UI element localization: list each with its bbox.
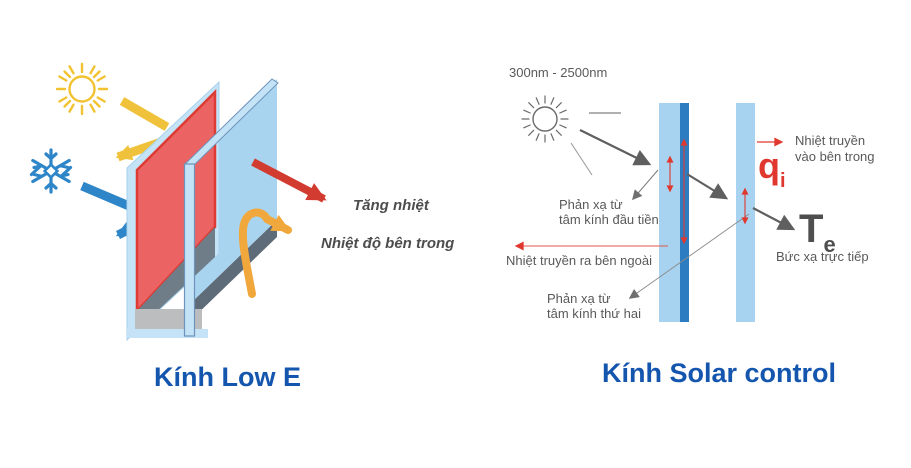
heat-in-label-line2: vào bên trong <box>795 149 875 164</box>
transmitted-ray-arrow <box>686 173 729 200</box>
heat-out-label: Nhiệt truyền ra bên ngoài <box>506 253 652 268</box>
incoming-sun-ray-arrow <box>119 97 170 131</box>
solar-sun-icon <box>521 95 569 143</box>
solar-control-title: Kính Solar control <box>601 358 836 388</box>
direct-radiation-arrow <box>752 207 796 231</box>
te-subscript: e <box>823 232 836 257</box>
heat-gain-label: Tăng nhiệt <box>353 197 429 214</box>
reflect-second-label-line2: tâm kính thứ hai <box>547 306 641 321</box>
solar-control-diagram <box>514 95 796 322</box>
reflection-second-arrow <box>628 213 750 299</box>
te-symbol: Te <box>799 209 836 256</box>
sun-icon <box>55 62 109 116</box>
bottom-frame-strip <box>127 329 208 338</box>
te-main: T <box>799 207 824 251</box>
direct-radiation-label: Bức xạ trực tiếp <box>776 249 869 264</box>
solar-ray-arrow <box>579 129 652 166</box>
reflect-first-label-line1: Phản xạ từ <box>559 197 623 212</box>
heat-gain-arrow <box>251 158 327 203</box>
outer-glass-pane <box>126 80 220 342</box>
secondary-ray-line <box>570 142 593 176</box>
wavelength-label: 300nm - 2500nm <box>509 65 608 80</box>
qi-subscript: i <box>780 170 786 192</box>
inner-pane-bottom-edge <box>190 220 277 321</box>
low-e-diagram <box>29 62 327 342</box>
reflection-first-arrow <box>632 169 659 201</box>
low-e-title: Kính Low E <box>154 362 301 392</box>
qi-symbol: qi <box>758 145 786 192</box>
snowflake-icon <box>29 148 73 194</box>
reflect-first-label-line2: tâm kính đầu tiền <box>559 212 659 227</box>
spacer-wedge <box>137 227 215 330</box>
incoming-cold-ray-arrow <box>80 181 131 211</box>
inner-pane-edge <box>183 78 279 337</box>
inside-temp-label: Nhiệt độ bên trong <box>321 235 455 252</box>
inside-heat-arrow <box>238 208 292 298</box>
qi-main: q <box>758 145 780 186</box>
heat-in-label-line1: Nhiệt truyền <box>795 133 866 148</box>
reflect-second-label-line1: Phản xạ từ <box>547 291 611 306</box>
